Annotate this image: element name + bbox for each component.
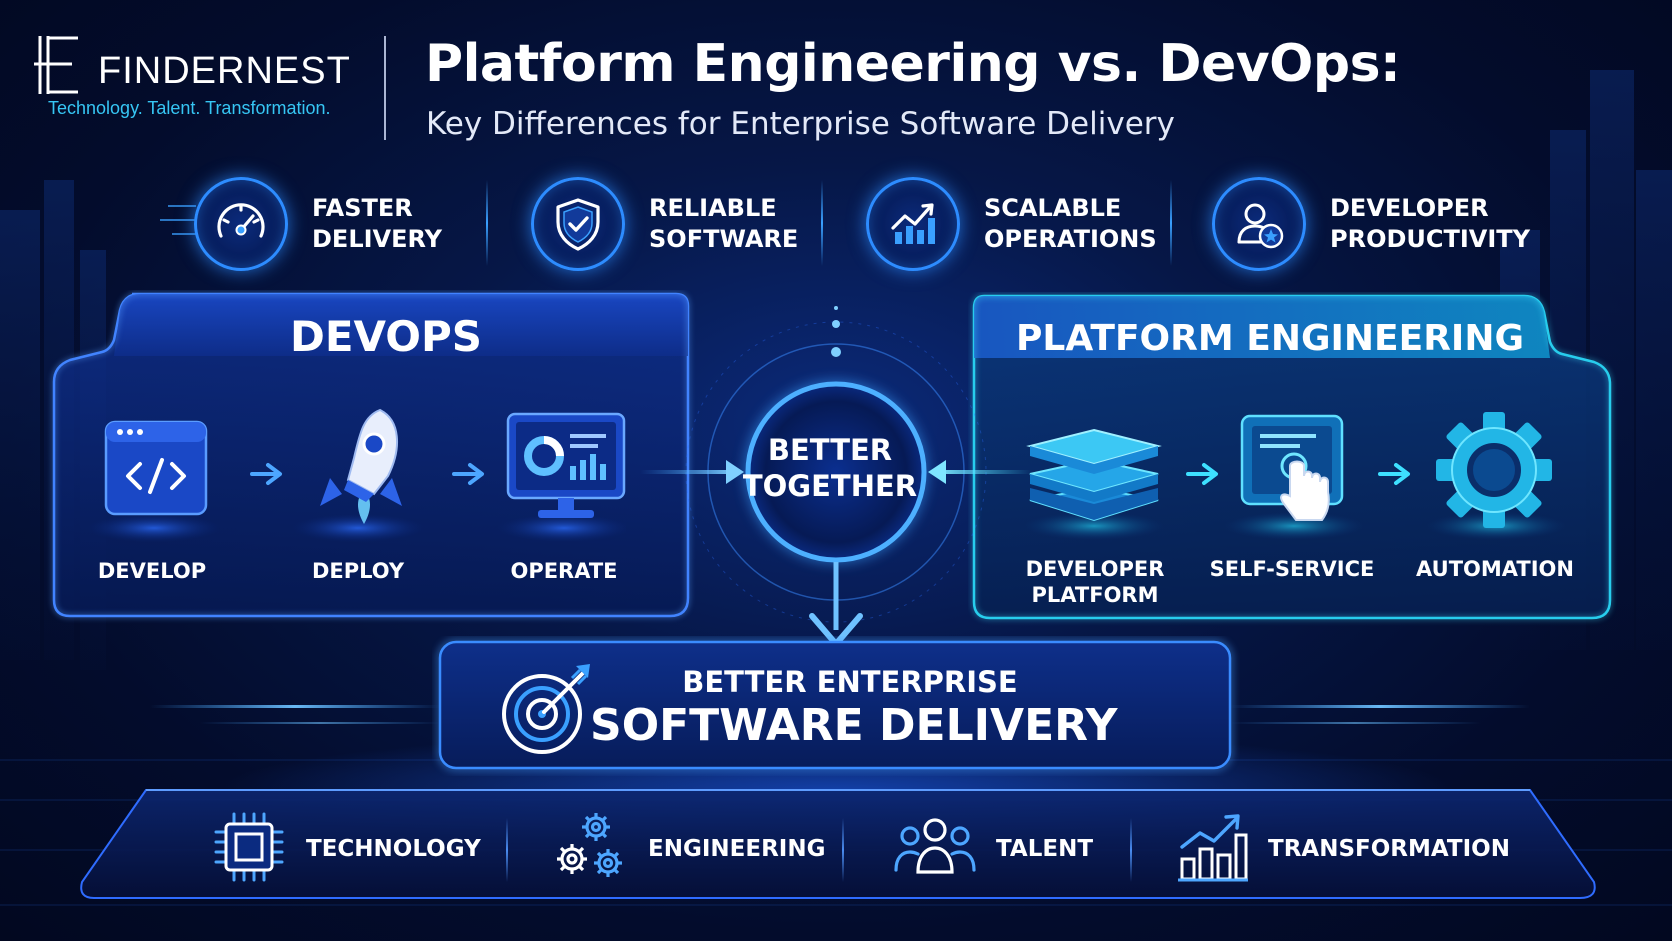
- speedometer-icon: [194, 177, 288, 271]
- devops-steps-graphics: [88, 514, 626, 542]
- pillar-separator: [1130, 818, 1132, 882]
- pillar-separator: [506, 818, 508, 882]
- benefit-line2: OPERATIONS: [984, 225, 1157, 253]
- header-divider: [384, 36, 386, 140]
- pillar-label: TRANSFORMATION: [1268, 836, 1510, 862]
- benefit-line2: SOFTWARE: [649, 225, 799, 253]
- findernest-logo-icon: [34, 36, 78, 94]
- monitor-dashboard-icon: [504, 410, 628, 530]
- platform-step-developer-platform: DEVELOPER PLATFORM: [1010, 556, 1180, 608]
- page-subtitle: Key Differences for Enterprise Software …: [426, 106, 1175, 142]
- pillars-bar: [80, 789, 1596, 899]
- user-star-icon: [1212, 177, 1306, 271]
- rocket-icon: [314, 402, 414, 530]
- step-label: DEVELOP: [97, 559, 207, 583]
- code-window-icon: [104, 420, 208, 520]
- devops-step-operate: OPERATE: [484, 558, 644, 584]
- benefit-developer-productivity: DEVELOPER PRODUCTIVITY: [1212, 176, 1530, 272]
- growth-bars-icon: [1178, 811, 1248, 887]
- arrow-right-icon: [1186, 462, 1222, 490]
- pillar-talent: TALENT: [894, 812, 1093, 886]
- arrow-right-icon: [250, 462, 286, 490]
- platform-step-self-service: SELF-SERVICE: [1202, 556, 1382, 582]
- shield-check-icon: [531, 177, 625, 271]
- page-title: Platform Engineering vs. DevOps:: [425, 34, 1401, 94]
- benefit-line1: DEVELOPER: [1330, 194, 1489, 222]
- layers-stack-icon: [1026, 408, 1162, 528]
- benefit-line2: PRODUCTIVITY: [1330, 225, 1531, 253]
- touch-screen-icon: [1238, 412, 1346, 532]
- brand-name: FINDERNEST: [98, 50, 351, 92]
- step-label-line1: DEVELOPER: [1025, 557, 1165, 581]
- growth-chart-icon: [866, 177, 960, 271]
- result-line1: BETTER ENTERPRISE: [682, 665, 1018, 699]
- pillar-transformation: TRANSFORMATION: [1178, 812, 1510, 886]
- pillar-label: TECHNOLOGY: [306, 836, 481, 862]
- arrow-right-icon: [452, 462, 488, 490]
- pillar-technology: TECHNOLOGY: [212, 812, 481, 886]
- benefit-faster-delivery: FASTER DELIVERY: [194, 176, 442, 272]
- platform-step-automation: AUTOMATION: [1410, 556, 1580, 582]
- benefit-line2: DELIVERY: [312, 225, 443, 253]
- center-hub-graphics: [640, 306, 1032, 647]
- benefit-separator: [1170, 180, 1172, 266]
- arrow-right-icon: [1378, 462, 1414, 490]
- result-box: [437, 639, 1233, 771]
- gears-icon: [552, 809, 628, 889]
- benefit-reliable-software: RELIABLE SOFTWARE: [531, 176, 798, 272]
- step-label-line2: PLATFORM: [1031, 583, 1159, 607]
- step-label: DEPLOY: [311, 559, 405, 583]
- brand-tagline: Technology. Talent. Transformation.: [48, 98, 331, 118]
- pillar-separator: [842, 818, 844, 882]
- chip-icon: [212, 810, 286, 888]
- platform-title: PLATFORM ENGINEERING: [1016, 318, 1524, 359]
- people-icon: [894, 814, 976, 884]
- benefit-line1: SCALABLE: [984, 194, 1122, 222]
- gear-icon: [1432, 408, 1556, 536]
- benefit-separator: [486, 180, 488, 266]
- step-label: OPERATE: [510, 559, 618, 583]
- benefit-line1: FASTER: [312, 194, 413, 222]
- pillar-label: TALENT: [996, 836, 1094, 862]
- benefit-separator: [821, 180, 823, 266]
- result-line2: SOFTWARE DELIVERY: [590, 700, 1118, 751]
- pillar-engineering: ENGINEERING: [552, 812, 825, 886]
- devops-title: DEVOPS: [289, 312, 483, 361]
- step-label-line1: AUTOMATION: [1416, 557, 1574, 581]
- step-label-line1: SELF-SERVICE: [1209, 557, 1375, 581]
- devops-step-develop: DEVELOP: [72, 558, 232, 584]
- benefit-scalable-operations: SCALABLE OPERATIONS: [866, 176, 1157, 272]
- pillar-label: ENGINEERING: [648, 836, 826, 862]
- center-line2: TOGETHER: [742, 469, 918, 503]
- center-line1: BETTER: [767, 433, 893, 467]
- benefit-line1: RELIABLE: [649, 194, 777, 222]
- devops-step-deploy: DEPLOY: [278, 558, 438, 584]
- target-arrow-icon: [498, 660, 602, 760]
- center-hub: BETTER TOGETHER: [730, 432, 930, 504]
